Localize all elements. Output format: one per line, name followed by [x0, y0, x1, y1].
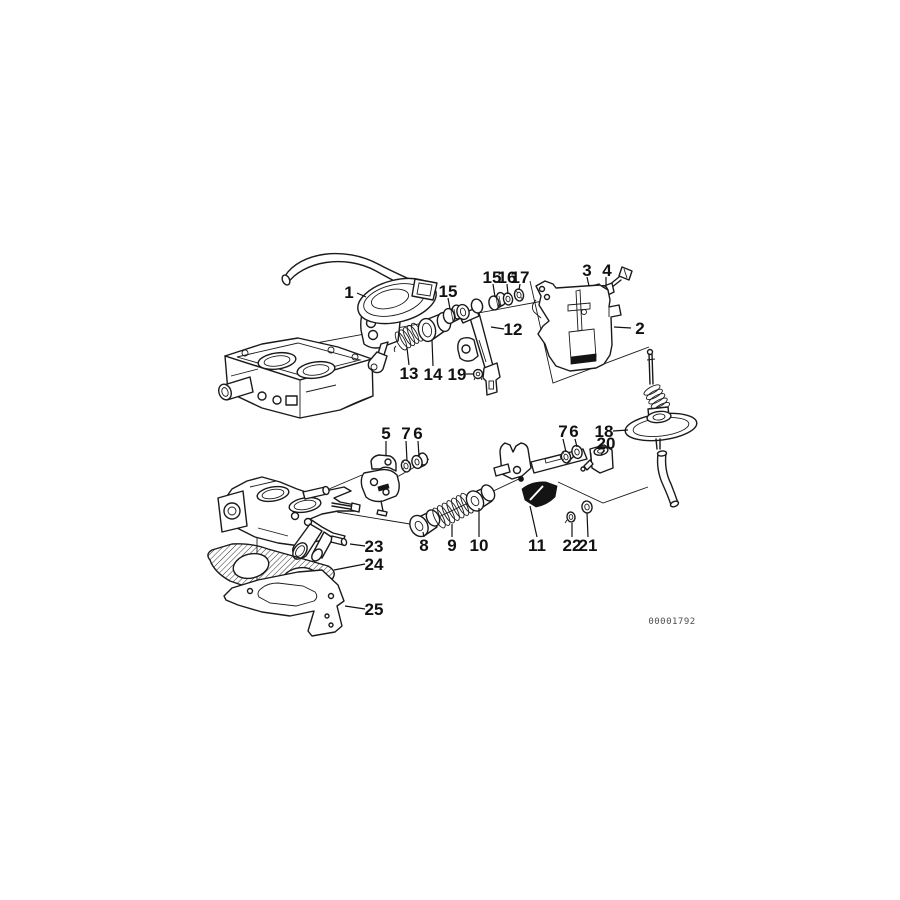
cup-10 [465, 484, 496, 512]
callout-4[interactable]: 4 [602, 261, 612, 280]
callout-leader-11-22 [529, 505, 538, 538]
nut-7-right [560, 450, 572, 464]
spring-9 [432, 492, 474, 529]
callout-21[interactable]: 21 [579, 536, 598, 555]
callout-18[interactable]: 18 [595, 422, 614, 441]
callout-24[interactable]: 24 [365, 555, 384, 574]
callout-leader-17-4 [518, 283, 521, 291]
callout-17[interactable]: 17 [511, 268, 530, 287]
callout-leader-3-5 [586, 276, 590, 287]
throttle-body [217, 476, 361, 562]
callout-12[interactable]: 12 [504, 320, 523, 339]
callout-2[interactable]: 2 [635, 319, 644, 338]
callout-leader-20-18 [600, 449, 605, 456]
callout-14[interactable]: 14 [424, 365, 443, 384]
callout-leader-1-0 [356, 292, 367, 298]
washer-16 [502, 292, 514, 306]
callout-leader-2-7 [613, 326, 632, 329]
cable-diaphragm-18 [624, 348, 698, 508]
callout-leader-15-1 [447, 297, 451, 310]
washer-22 [564, 511, 576, 524]
callout-7[interactable]: 7 [558, 422, 567, 441]
callout-6[interactable]: 6 [413, 424, 422, 443]
fitting-23 [330, 535, 348, 547]
callout-leader-15-2 [492, 283, 496, 298]
bracket-25 [223, 569, 345, 637]
lever-12 [456, 298, 501, 396]
callout-10[interactable]: 10 [470, 536, 489, 555]
callout-15[interactable]: 15 [439, 282, 458, 301]
bracket-11 [493, 442, 588, 508]
washer-17 [513, 288, 525, 302]
washer-6-right [567, 444, 583, 463]
cup-14 [417, 311, 452, 343]
callout-1[interactable]: 1 [344, 283, 353, 302]
washer-6-left [411, 452, 429, 470]
carburetor-top-cover [218, 337, 374, 419]
doc-number: 00001792 [648, 617, 695, 627]
callout-leader-21-24 [586, 512, 589, 538]
callout-19[interactable]: 19 [448, 365, 467, 384]
bushing-15-upper [488, 291, 507, 311]
callout-leader-23-25 [349, 543, 366, 547]
callout-7[interactable]: 7 [401, 424, 410, 443]
lever-5 [360, 454, 400, 517]
connector-20 [580, 444, 614, 474]
callout-6[interactable]: 6 [569, 422, 578, 441]
callout-leader-18-17 [612, 429, 629, 432]
callout-16[interactable]: 16 [498, 268, 517, 287]
callout-leader-7-13 [405, 440, 408, 462]
callout-leader-12-8 [490, 326, 505, 330]
callout-23[interactable]: 23 [365, 537, 384, 556]
callout-9[interactable]: 9 [447, 536, 456, 555]
callout-leader-24-26 [333, 563, 366, 571]
callout-20[interactable]: 20 [597, 434, 616, 453]
callout-3[interactable]: 3 [582, 261, 591, 280]
callout-leader-14-10 [431, 339, 434, 367]
callout-leader-6-14 [417, 440, 420, 457]
callout-11[interactable]: 11 [528, 536, 546, 555]
callout-5[interactable]: 5 [381, 424, 390, 443]
cup-8 [409, 509, 441, 538]
clip-19 [472, 368, 484, 381]
callout-leader-13-9 [406, 347, 410, 366]
callout-leader-6-16 [574, 438, 578, 448]
callout-leader-16-3 [506, 283, 509, 295]
callout-leader-7-15 [562, 438, 567, 453]
washer-21 [581, 500, 593, 514]
bracket-2 [531, 280, 622, 372]
callout-13[interactable]: 13 [400, 364, 419, 383]
nut-7-left [400, 459, 412, 473]
choke-pulldown-unit [357, 277, 438, 374]
callout-25[interactable]: 25 [365, 600, 384, 619]
callout-22[interactable]: 22 [563, 536, 582, 555]
callout-15[interactable]: 15 [483, 268, 502, 287]
callout-8[interactable]: 8 [419, 536, 428, 555]
callout-leader-25-27 [344, 605, 366, 610]
callout-leader-8-19 [422, 531, 425, 538]
